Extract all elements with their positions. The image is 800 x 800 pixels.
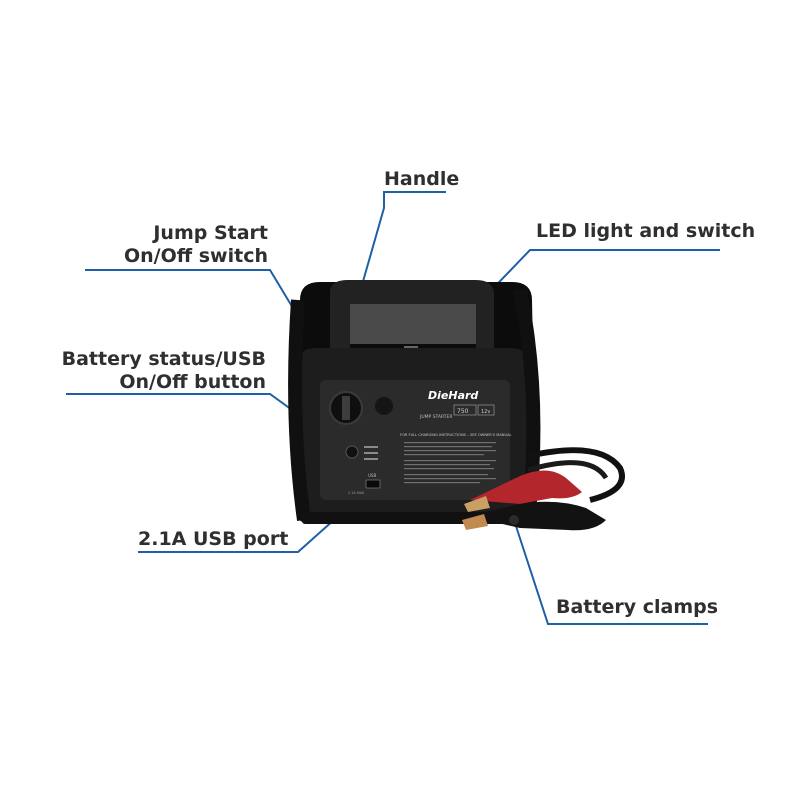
usb-rating: 2.1A MAX (348, 491, 365, 495)
red-clamp (470, 470, 582, 504)
battery-status-label: Battery status/USB On/Off button (62, 348, 266, 394)
instructions-heading: FOR FULL CHARGING INSTRUCTIONS – SEE OWN… (400, 433, 512, 437)
handle (330, 280, 494, 350)
usb-label: USB (368, 473, 376, 478)
black-clamp (468, 501, 606, 531)
jump-start-label-line2: On/Off switch (123, 245, 268, 267)
amp-rating: 750 (457, 408, 469, 415)
battery-clamps-leader (513, 519, 708, 625)
volt-rating: 12v (481, 409, 490, 415)
battery-status-button (345, 445, 359, 459)
jump-start-label-line1: Jump Start (153, 222, 268, 244)
usb-port (365, 479, 381, 489)
battery-status-label-line1: Battery status/USB (61, 348, 266, 370)
jump-start-label: Jump Start On/Off switch (124, 222, 268, 268)
front-panel (320, 380, 510, 500)
battery-status-label-line2: On/Off button (119, 371, 266, 393)
battery-clamps-label: Battery clamps (556, 596, 719, 618)
brand-logo: DieHard (428, 389, 478, 402)
led-light-label: LED light and switch (536, 220, 756, 242)
handle-label: Handle (384, 168, 460, 190)
handle-leader (359, 191, 446, 293)
product-name: JUMP STARTER (419, 414, 453, 420)
usb-port-label: 2.1A USB port (138, 528, 289, 550)
